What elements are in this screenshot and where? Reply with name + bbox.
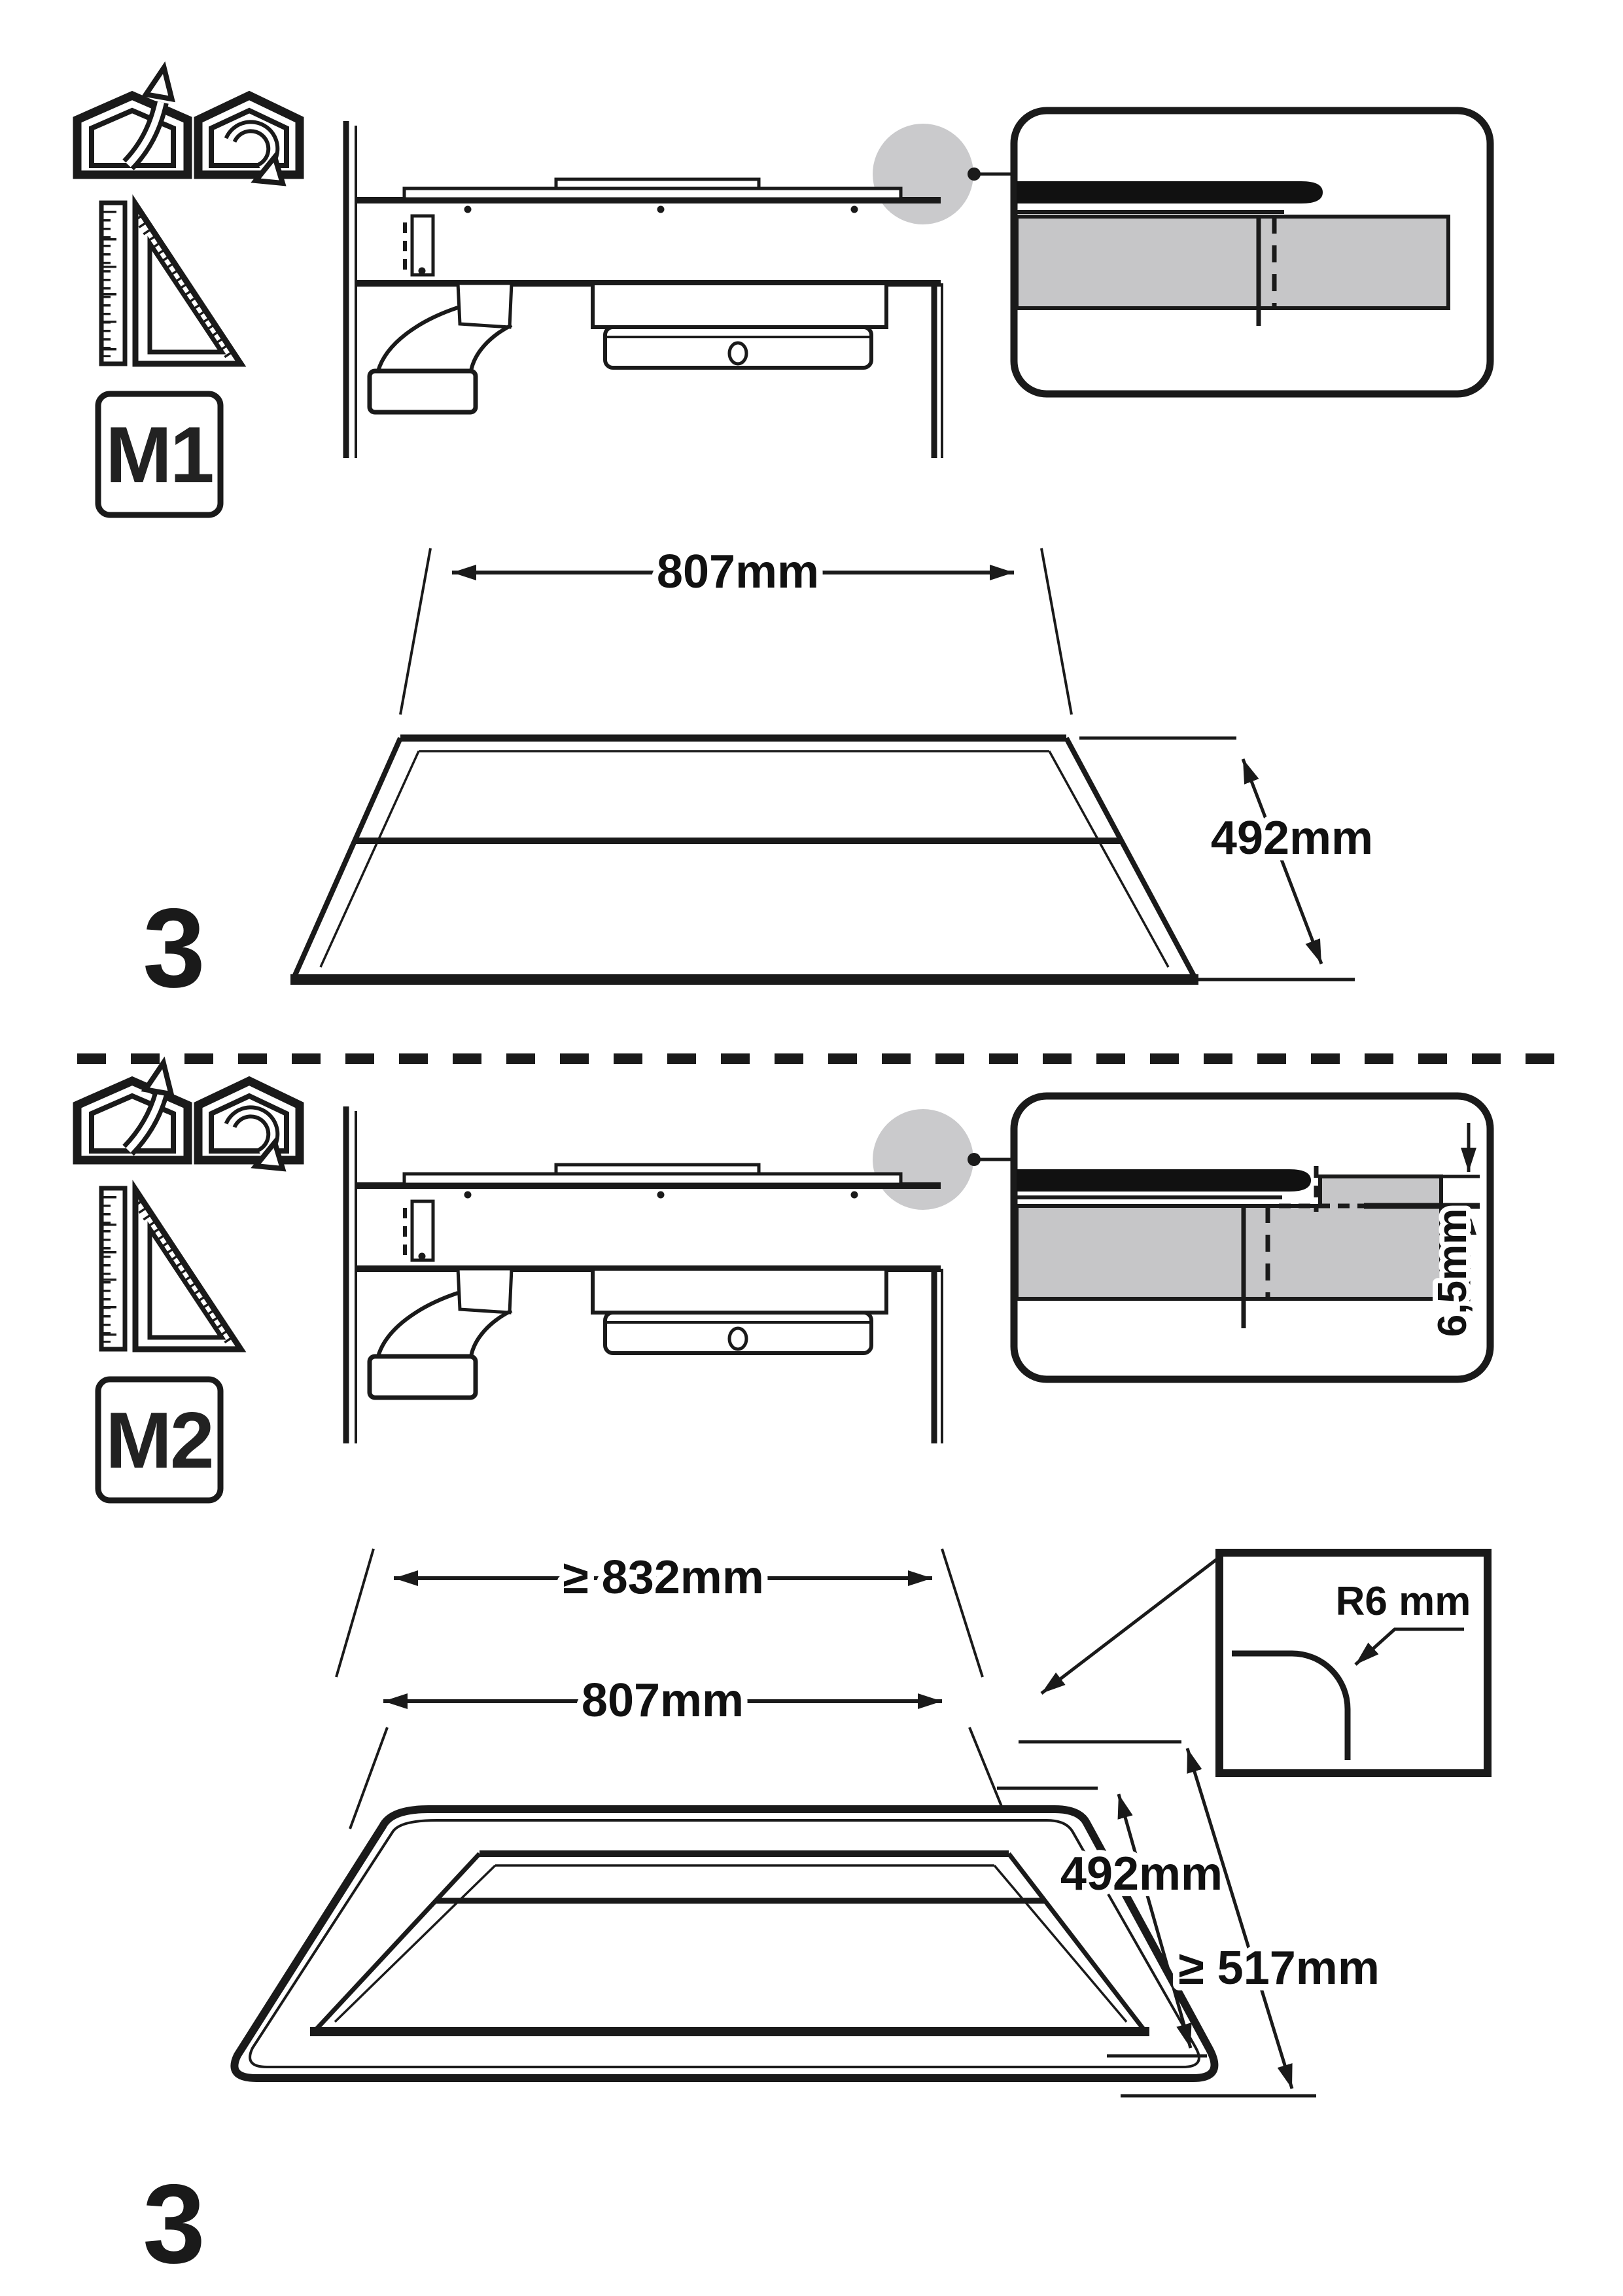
m1-cross-section bbox=[343, 121, 1014, 458]
m1-callout-circle bbox=[873, 124, 973, 224]
m2-dim-depth-label: 492mm bbox=[1060, 1848, 1223, 1900]
m2-corner-radius-detail: R6 mm bbox=[1040, 1549, 1492, 1777]
m2-dim-min-width: ≥ 832mm bbox=[335, 1545, 984, 1678]
house-exhaust-icon bbox=[73, 61, 192, 179]
ruler-icon bbox=[99, 200, 128, 366]
m2-step-label: 3 bbox=[143, 2161, 205, 2287]
m1-detail-hob-edge bbox=[1017, 181, 1323, 203]
m2-method-label: M2 bbox=[105, 1396, 212, 1485]
m1-dim-width: 807mm bbox=[399, 539, 1073, 715]
m2-dim-min-width-label: ≥ 832mm bbox=[563, 1551, 764, 1604]
m2-corner-radius-label: R6 mm bbox=[1336, 1579, 1471, 1624]
set-square-icon bbox=[132, 194, 247, 367]
house-recirculation-icon-m2 bbox=[194, 1076, 304, 1172]
m2-dim-width-label: 807mm bbox=[582, 1674, 744, 1727]
m1-method-badge: M1 bbox=[95, 391, 224, 518]
m1-detail-worktop bbox=[1015, 215, 1450, 310]
m1-detail-box bbox=[1010, 107, 1494, 398]
house-exhaust-icon-m2 bbox=[73, 1056, 192, 1165]
m1-dim-depth: 492mm bbox=[1079, 736, 1380, 981]
m1-section: M1 bbox=[73, 61, 1494, 1011]
ruler-icon-m2 bbox=[99, 1186, 128, 1352]
m2-cutout-drawing bbox=[230, 1805, 1219, 2082]
m1-step-label: 3 bbox=[143, 885, 205, 1011]
m2-flush-depth-label: 6,5mm bbox=[1430, 1209, 1475, 1337]
m1-cutout-drawing bbox=[290, 734, 1198, 985]
m2-detail-box: 6,5mm bbox=[1010, 1092, 1494, 1383]
m1-dim-width-label: 807mm bbox=[657, 546, 819, 598]
house-recirculation-icon bbox=[194, 90, 304, 186]
m1-method-label: M1 bbox=[105, 410, 213, 499]
set-square-icon-m2 bbox=[132, 1180, 247, 1352]
m2-detail-hob-edge bbox=[1017, 1169, 1311, 1192]
m2-dim-width: 807mm bbox=[349, 1668, 1012, 1829]
m2-dim-min-depth: ≥ 517mm bbox=[1019, 1740, 1386, 2098]
m2-section: M2 bbox=[73, 1056, 1494, 2287]
m2-callout-circle bbox=[873, 1109, 973, 1210]
m2-cross-section bbox=[343, 1106, 1014, 1443]
m2-dim-min-depth-label: ≥ 517mm bbox=[1178, 1942, 1380, 1994]
m2-method-badge: M2 bbox=[95, 1376, 224, 1504]
m1-dim-depth-label: 492mm bbox=[1211, 812, 1373, 864]
